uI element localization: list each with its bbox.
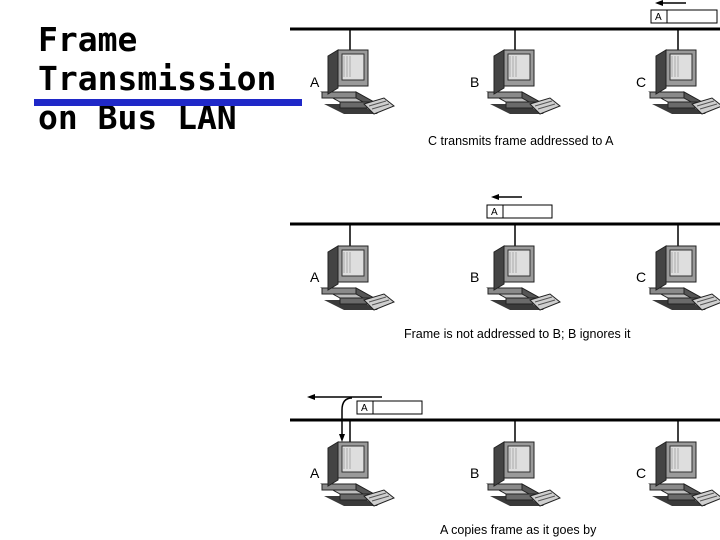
computer-icon <box>487 49 561 115</box>
frame-label: A <box>361 403 368 414</box>
station-label-a: A <box>310 269 320 285</box>
arrow-left-icon <box>491 194 522 200</box>
station-label-c: C <box>636 74 646 90</box>
frame-label: A <box>491 207 498 218</box>
computer-icon <box>321 441 395 507</box>
frame-label: A <box>655 12 662 23</box>
title-line-1: Frame <box>38 20 138 59</box>
panel-caption: A copies frame as it goes by <box>440 523 597 537</box>
arrow-down-icon <box>339 397 353 442</box>
panel-2: A B C A Frame is not addressed to B; B i… <box>290 194 720 341</box>
title-underline <box>34 99 302 106</box>
computer-icon <box>649 245 720 311</box>
title-line-2: Transmission <box>38 59 277 98</box>
computer-icon <box>321 49 395 115</box>
panel-1: A B C A C transmits frame addressed to A <box>290 0 720 148</box>
station-label-b: B <box>470 465 479 481</box>
arrow-left-icon <box>307 394 382 400</box>
computer-icon <box>649 49 720 115</box>
arrow-left-icon <box>655 0 686 6</box>
panel-3: A B C A A copies frame as it goes by <box>290 394 720 537</box>
station-label-b: B <box>470 269 479 285</box>
computer-icon <box>321 245 395 311</box>
computer-icon <box>487 441 561 507</box>
station-label-c: C <box>636 269 646 285</box>
panel-caption: Frame is not addressed to B; B ignores i… <box>404 327 631 341</box>
panel-caption: C transmits frame addressed to A <box>428 134 614 148</box>
station-label-a: A <box>310 74 320 90</box>
station-label-c: C <box>636 465 646 481</box>
station-label-b: B <box>470 74 479 90</box>
computer-icon <box>649 441 720 507</box>
station-label-a: A <box>310 465 320 481</box>
computer-icon <box>487 245 561 311</box>
